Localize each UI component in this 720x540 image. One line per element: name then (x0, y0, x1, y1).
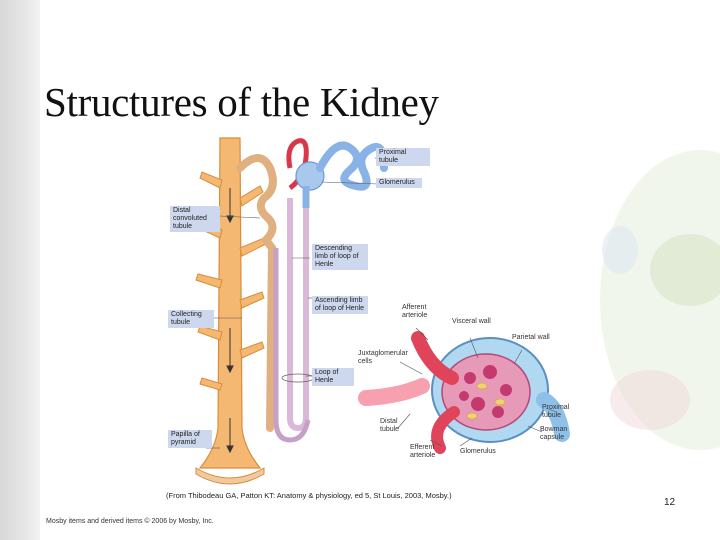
label-loop-of-henle: Loop of Henle (312, 368, 354, 386)
label-parietal-wall: Parietal wall (512, 334, 562, 342)
label-bowman-capsule: Bowman capsule (540, 426, 580, 442)
label-proximal-tubule-right: Proximal tubule (542, 404, 582, 420)
page-number: 12 (664, 497, 675, 508)
label-juxtaglomerular-cells: Juxtaglomerular cells (358, 350, 412, 366)
label-glomerulus-top: Glomerulus (376, 178, 422, 188)
label-distal-convoluted-tubule: Distal convoluted tubule (170, 206, 220, 232)
label-visceral-wall: Visceral wall (452, 318, 502, 326)
label-collecting-tubule: Collecting tubule (168, 310, 214, 328)
label-distal-tubule: Distal tubule (380, 418, 410, 434)
slide-left-band (0, 0, 40, 540)
copyright-footer: Mosby items and derived items © 2006 by … (46, 518, 214, 525)
slide-title: Structures of the Kidney (44, 78, 439, 126)
background-cell-illustration (580, 150, 720, 460)
label-glomerulus-bottom: Glomerulus (460, 448, 504, 456)
label-papilla-of-pyramid: Papilla of pyramid (168, 430, 212, 448)
label-proximal-tubule-top: Proximal tubule (376, 148, 430, 166)
kidney-structures-figure: Proximal tubule Glomerulus Distal convol… (160, 128, 594, 504)
label-ascending-limb: Ascending limb of loop of Henle (312, 296, 368, 314)
label-afferent-arteriole: Afferent arteriole (402, 304, 440, 320)
label-descending-limb: Descending limb of loop of Henle (312, 244, 368, 270)
figure-credit: (From Thibodeau GA, Patton KT: Anatomy &… (166, 491, 452, 500)
label-efferent-arteriole: Efferent arteriole (410, 444, 448, 460)
